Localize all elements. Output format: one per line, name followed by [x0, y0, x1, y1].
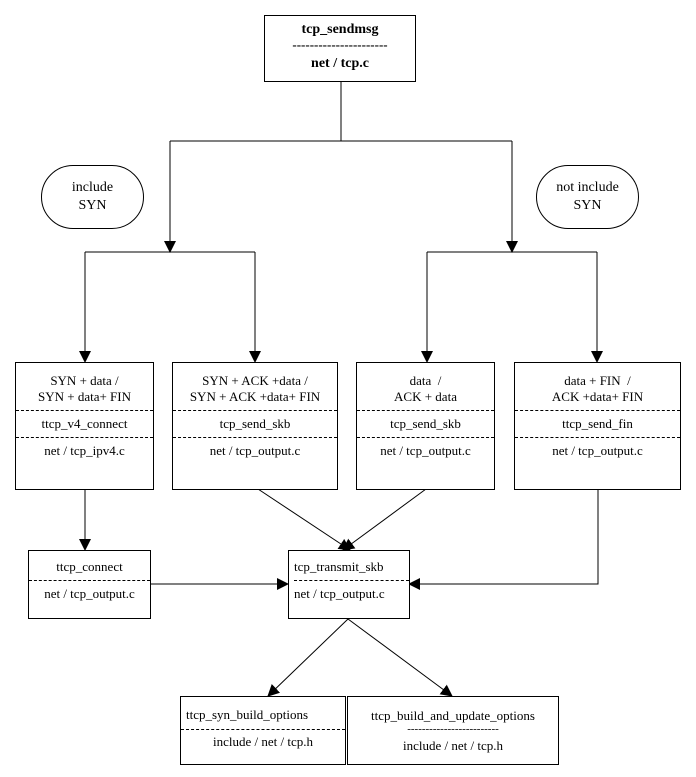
node-data-ack: data / ACK + data tcp_send_skb net / tcp… [356, 362, 495, 490]
node-tcp-sendmsg: tcp_sendmsg ---------------------- net /… [264, 15, 416, 82]
label-include-syn: include SYN [41, 165, 144, 229]
node-tcp-transmit-skb-divider [294, 580, 409, 581]
node-ttcp-syn-build-options-file: include / net / tcp.h [212, 734, 313, 749]
node-data-fin-line1: data + FIN / [564, 373, 631, 388]
node-ttcp-build-and-update-options-separator: ------------------------- [407, 723, 499, 735]
label-include-syn-line1: include [71, 180, 114, 195]
node-tcp-transmit-skb-function: tcp_transmit_skb [294, 559, 384, 574]
node-ttcp-build-and-update-options-file: include / net / tcp.h [402, 738, 503, 753]
node-ttcp-syn-build-options-divider [181, 729, 345, 730]
node-data-fin-file: net / tcp_output.c [552, 443, 643, 458]
node-ttcp-build-and-update-options-function: ttcp_build_and_update_options [371, 708, 535, 723]
edge-box2-to-transmit [257, 488, 351, 551]
node-ttcp-build-and-update-options: ttcp_build_and_update_options ----------… [347, 696, 559, 765]
label-not-include-syn-line1: not include [556, 180, 619, 195]
node-tcp-sendmsg-file: net / tcp.c [311, 56, 369, 71]
node-syn-ack-data-line1: SYN + ACK +data / [202, 373, 308, 388]
edge-box3-to-transmit [342, 488, 427, 551]
node-data-ack-divider-2 [357, 437, 494, 438]
node-data-fin-function: ttcp_send_fin [562, 416, 633, 431]
node-data-fin: data + FIN / ACK +data+ FIN ttcp_send_fi… [514, 362, 681, 490]
edge-transmit-to-synopts [267, 618, 349, 697]
node-data-ack-function: tcp_send_skb [390, 416, 461, 431]
node-syn-data-line1: SYN + data / [50, 373, 119, 388]
label-not-include-syn-line2: SYN [573, 198, 602, 213]
node-syn-data-function: ttcp_v4_connect [41, 416, 128, 431]
node-data-ack-line2: ACK + data [394, 389, 457, 404]
node-data-fin-divider-2 [515, 437, 680, 438]
node-syn-ack-data-file: net / tcp_output.c [209, 443, 301, 458]
node-tcp-sendmsg-title: tcp_sendmsg [301, 22, 379, 37]
label-not-include-syn: not include SYN [536, 165, 639, 229]
node-syn-data-line2: SYN + data+ FIN [37, 389, 132, 404]
node-syn-ack-data-divider-2 [173, 437, 337, 438]
node-data-ack-line1: data / [409, 373, 442, 388]
node-ttcp-connect-function: ttcp_connect [56, 559, 123, 574]
node-ttcp-connect-divider [29, 580, 150, 581]
node-syn-ack-data-function: tcp_send_skb [219, 416, 291, 431]
node-syn-data: SYN + data / SYN + data+ FIN ttcp_v4_con… [15, 362, 154, 490]
label-include-syn-line2: SYN [78, 198, 107, 213]
node-tcp-sendmsg-separator: ---------------------- [292, 37, 388, 52]
node-syn-ack-data: SYN + ACK +data / SYN + ACK +data+ FIN t… [172, 362, 338, 490]
node-syn-data-file: net / tcp_ipv4.c [44, 443, 125, 458]
node-ttcp-syn-build-options-function: ttcp_syn_build_options [186, 707, 309, 722]
node-ttcp-syn-build-options: ttcp_syn_build_options include / net / t… [180, 696, 346, 765]
node-syn-data-divider-2 [16, 437, 153, 438]
node-data-fin-line2: ACK +data+ FIN [551, 389, 644, 404]
edge-box4-to-transmit [408, 489, 599, 590]
node-tcp-transmit-skb-file: net / tcp_output.c [294, 586, 385, 601]
node-syn-ack-data-divider-1 [173, 410, 337, 411]
node-ttcp-connect-file: net / tcp_output.c [44, 586, 135, 601]
node-syn-ack-data-line2: SYN + ACK +data+ FIN [189, 389, 321, 404]
node-data-ack-file: net / tcp_output.c [380, 443, 471, 458]
node-tcp-transmit-skb: tcp_transmit_skb net / tcp_output.c [288, 550, 410, 619]
node-data-ack-divider-1 [357, 410, 494, 411]
node-ttcp-connect: ttcp_connect net / tcp_output.c [28, 550, 151, 619]
edge-transmit-to-buildopts [347, 618, 453, 697]
node-data-fin-divider-1 [515, 410, 680, 411]
node-syn-data-divider-1 [16, 410, 153, 411]
